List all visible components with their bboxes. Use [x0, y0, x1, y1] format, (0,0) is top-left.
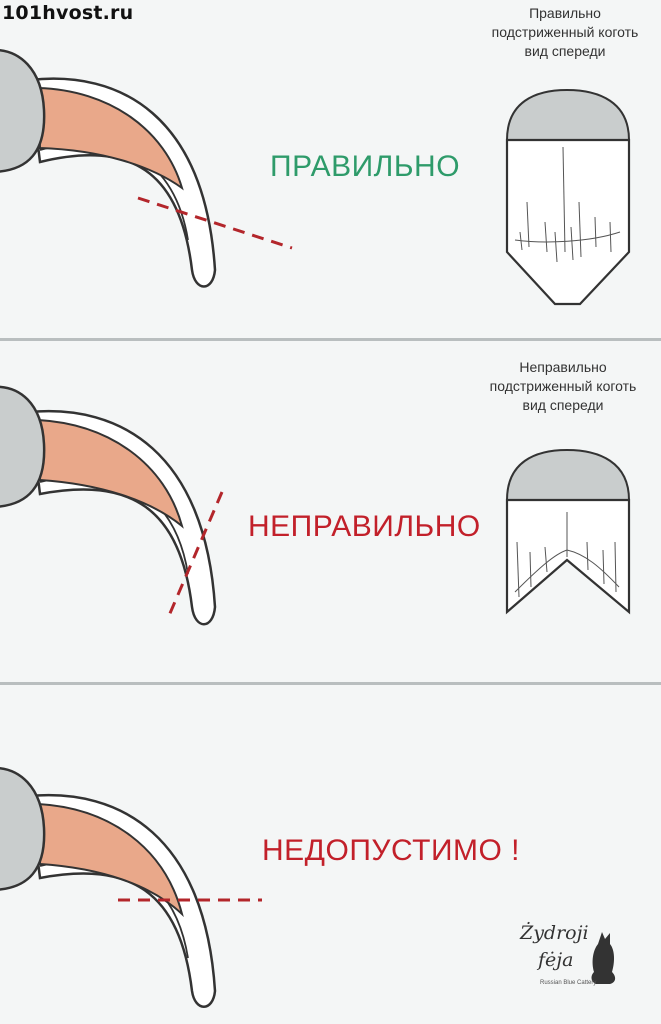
paw-toe — [0, 49, 46, 173]
caption-line: подстриженный коготь — [489, 378, 637, 394]
cut-line — [137, 196, 293, 250]
claw-quick — [36, 86, 184, 191]
front-view-caption: Неправильно подстриженный коготь вид спе… — [463, 358, 661, 415]
caption-line: вид спереди — [524, 43, 606, 59]
section-divider — [0, 682, 661, 685]
front-claw-body — [505, 138, 631, 306]
logo-text: Żydroji — [520, 922, 589, 944]
claw-illustration — [0, 49, 293, 288]
verdict-label: НЕПРАВИЛЬНО — [248, 510, 481, 543]
front-view-caption: Правильно подстриженный коготь вид спере… — [465, 4, 661, 61]
logo-text: Russian Blue Cattery — [540, 980, 597, 986]
panel-correct: ПРАВИЛЬНО Правильно подстриженный коготь… — [0, 0, 661, 338]
paw-toe — [0, 385, 46, 508]
panel-unacceptable: НЕДОПУСТИМО ! — [0, 686, 661, 1024]
claw-illustration — [0, 767, 262, 1008]
section-divider — [0, 338, 661, 341]
front-claw-texture — [514, 146, 621, 263]
front-view-claw-correct — [505, 88, 631, 306]
paw-toe — [0, 767, 46, 891]
front-claw-texture — [514, 512, 620, 598]
claw-illustration — [0, 385, 224, 626]
caption-line: Правильно — [529, 5, 601, 21]
verdict-label: НЕДОПУСТИМО ! — [262, 834, 520, 867]
claw-quick — [36, 802, 184, 918]
verdict-label: ПРАВИЛЬНО — [270, 150, 461, 183]
front-claw-top — [505, 88, 631, 141]
logo-text: fėja — [538, 949, 574, 971]
caption-line: подстриженный коготь — [491, 24, 639, 40]
cattery-logo: Żydroji fėja Russian Blue Cattery — [510, 922, 620, 1002]
cut-line — [166, 491, 224, 619]
panel-incorrect: НЕПРАВИЛЬНО Неправильно подстриженный ко… — [0, 342, 661, 682]
caption-line: вид спереди — [522, 397, 604, 413]
front-claw-top — [505, 448, 631, 501]
cat-silhouette-icon — [591, 932, 616, 984]
caption-line: Неправильно — [519, 359, 607, 375]
front-view-claw-incorrect — [505, 448, 631, 615]
front-claw-body — [505, 498, 631, 615]
claw-quick — [36, 418, 184, 529]
site-watermark: 101hvost.ru — [2, 2, 134, 24]
